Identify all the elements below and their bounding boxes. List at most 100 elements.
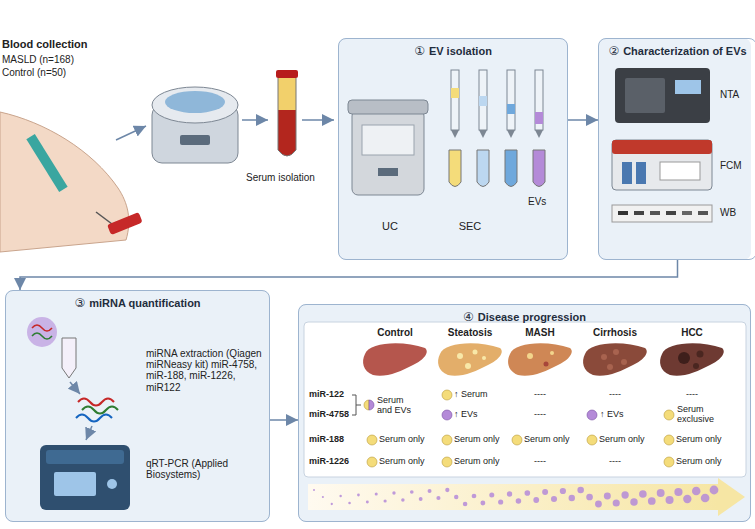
progression-bar [313, 486, 718, 508]
panel-title: miRNA quantification [89, 297, 200, 309]
liver-illustration [457, 353, 463, 359]
rna-extraction-icon [82, 407, 118, 414]
sec-columns [507, 104, 515, 114]
progression-bar [569, 495, 575, 501]
progression-bar [507, 491, 512, 496]
arm-illustration [0, 112, 146, 252]
liver-illustration [482, 356, 486, 360]
nta-device [675, 80, 701, 94]
progression-bar [339, 495, 341, 497]
rna-extraction-icon [27, 317, 57, 347]
ultracentrifuge [378, 168, 398, 176]
arm-illustration [26, 134, 67, 192]
step-number: ③ [74, 296, 85, 310]
rna-extraction-icon [78, 399, 114, 406]
liver-illustration [544, 362, 549, 367]
progression-bar [613, 499, 620, 506]
progression-bar [666, 496, 674, 504]
table-cell: Serum only [599, 434, 645, 444]
row-label: miR-122 [309, 389, 344, 399]
step-label: Serum isolation [246, 172, 315, 183]
arm-illustration [96, 212, 112, 224]
serum-tube [278, 78, 296, 110]
qpcr-machine [54, 472, 96, 496]
serum-tube [278, 110, 296, 156]
sec-columns [507, 70, 515, 130]
step-number: ① [414, 44, 425, 58]
rna-extraction-icon [86, 426, 92, 440]
table-cell: ↑ EVs [600, 409, 624, 419]
process-panel: ②Characterization of EVs [598, 38, 755, 260]
panel-heading: ④Disease progression [299, 305, 750, 324]
column-header: HCC [657, 327, 727, 338]
rna-extraction-icon [76, 415, 112, 422]
method-note: qRT-PCR (Applied Biosystems) [146, 458, 258, 480]
rna-extraction-icon [27, 317, 118, 440]
liver-illustration [621, 359, 627, 365]
progression-bar [308, 478, 745, 516]
progression-bar [551, 496, 557, 502]
progression-bar [586, 494, 593, 501]
liver-illustration [363, 343, 427, 376]
liver-illustration [697, 351, 704, 358]
liver-illustration [607, 364, 613, 370]
column-header: Steatosis [435, 327, 505, 338]
progression-bar [516, 498, 521, 503]
ultracentrifuge [352, 110, 424, 195]
table-cell: Serum and EVs [377, 395, 413, 415]
progression-bar [595, 501, 602, 508]
centrifuge-illustration [180, 135, 210, 145]
progression-bar [445, 488, 449, 492]
sample-icons [442, 390, 452, 400]
ultracentrifuge [348, 100, 428, 114]
liver-illustration [583, 343, 647, 376]
panel-title: Disease progression [478, 311, 586, 323]
table-cell: Serum only [524, 434, 570, 444]
progression-bar [392, 491, 395, 494]
qpcr-machine [46, 450, 124, 464]
centrifuge-illustration [165, 91, 225, 113]
table-cell: ---- [520, 389, 560, 399]
panel-fill [338, 38, 568, 260]
method-label: NTA [720, 89, 739, 100]
progression-bar [410, 490, 414, 494]
progression-bar [331, 503, 333, 505]
fcm-device [612, 140, 712, 190]
progression-bar [701, 494, 710, 503]
cohort-note: MASLD (n=168) [2, 54, 74, 65]
western-blot [682, 211, 692, 215]
sec-columns [535, 130, 543, 138]
progression-table [304, 322, 746, 477]
western-blot [612, 205, 712, 222]
serum-tube [276, 70, 334, 156]
column-header: Cirrhosis [580, 327, 650, 338]
table-cell: Serum only [454, 434, 500, 444]
cohort-note: Control (n=50) [2, 67, 66, 78]
sample-icons [664, 435, 674, 445]
sec-columns [477, 150, 489, 187]
panel-fill [5, 290, 270, 522]
qpcr-machine [40, 445, 130, 510]
western-blot [698, 211, 708, 215]
fraction-label: EVs [528, 196, 546, 207]
progression-bar [577, 487, 584, 494]
progression-bar [348, 502, 351, 505]
progression-bar [489, 492, 494, 497]
sample-icons [442, 410, 452, 420]
progression-bar [604, 493, 611, 500]
progression-bar [472, 494, 477, 499]
liver-illustration [465, 363, 471, 369]
nta-device [615, 68, 710, 123]
progression-bar [419, 497, 423, 501]
sec-columns [451, 70, 459, 130]
process-panel: ③ miRNA quantification [5, 290, 270, 522]
progression-bar [648, 497, 656, 505]
table-cell: Serum only [454, 456, 500, 466]
progression-bar [657, 489, 665, 497]
nta-device [625, 78, 665, 113]
progression-bar [621, 491, 628, 498]
method-label: FCM [720, 160, 742, 171]
progression-bar [542, 489, 548, 495]
ultracentrifuge [362, 125, 414, 155]
sample-icons [367, 457, 377, 467]
